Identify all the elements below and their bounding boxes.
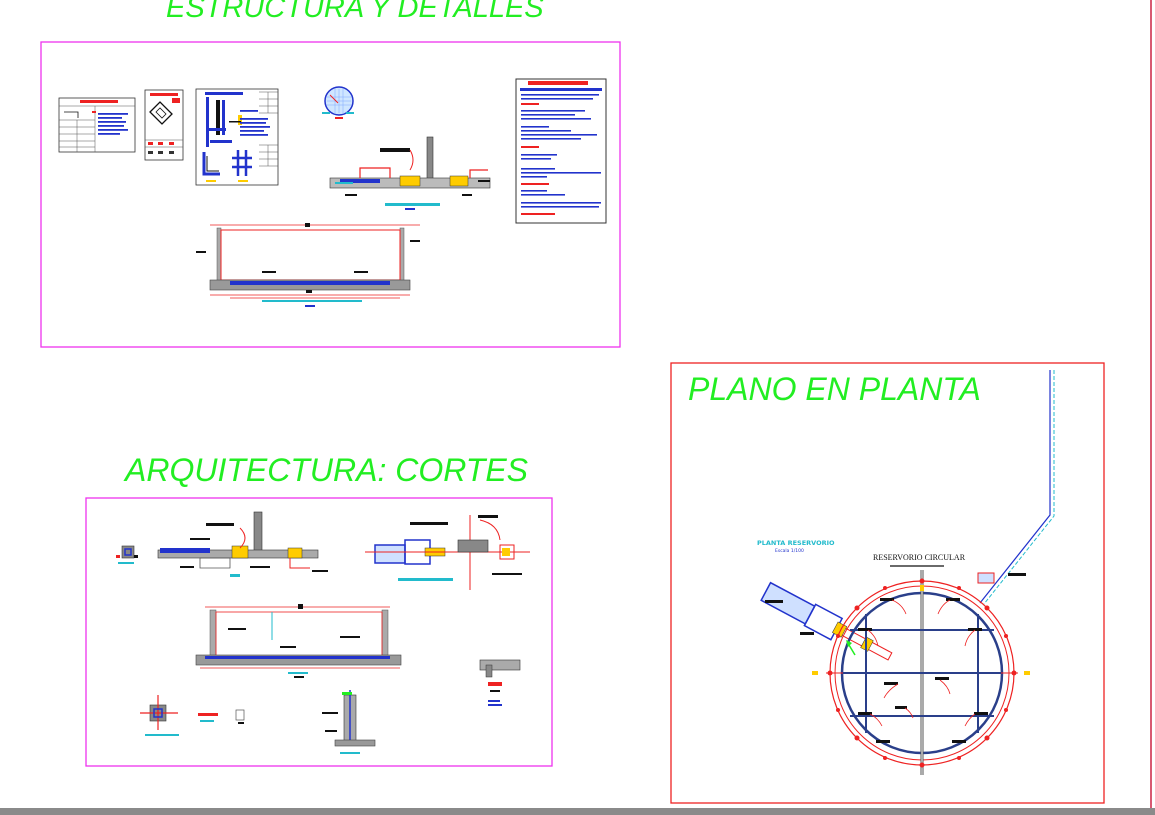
reservoir-label: RESERVORIO CIRCULAR bbox=[873, 553, 966, 562]
sheet-bottom-bar bbox=[0, 808, 1155, 815]
tank-longitudinal-section[interactable] bbox=[196, 223, 420, 307]
valve-box-detail[interactable] bbox=[365, 515, 530, 590]
small-column-detail[interactable] bbox=[116, 545, 138, 564]
wall-vertical-detail[interactable] bbox=[322, 690, 376, 754]
arquitectura-frame[interactable] bbox=[85, 497, 553, 767]
column-rebar-detail-sheet[interactable] bbox=[195, 88, 279, 186]
section-title-estructura: ESTRUCTURA Y DETALLES bbox=[166, 0, 544, 24]
rebar-schedule-table[interactable] bbox=[58, 97, 136, 153]
circular-reservoir-plan[interactable] bbox=[812, 570, 1030, 775]
plan-title: PLANTA RESERVORIO bbox=[757, 539, 835, 547]
estructura-frame[interactable] bbox=[40, 41, 621, 348]
tank-cross-section-arquitectura[interactable] bbox=[195, 604, 402, 678]
plan-scale: Escala 1/100 bbox=[775, 548, 804, 554]
section-title-arquitectura: ARQUITECTURA: CORTES bbox=[125, 452, 528, 488]
section-title-planta: PLANO EN PLANTA bbox=[688, 371, 981, 407]
inlet-pipeline-plan[interactable] bbox=[977, 370, 1055, 605]
inlet-pipe-section-detail[interactable] bbox=[329, 136, 491, 210]
inlet-section-arquitectura[interactable] bbox=[157, 511, 328, 577]
planta-frame[interactable] bbox=[670, 362, 1105, 804]
general-notes-panel[interactable] bbox=[515, 78, 607, 224]
valve-box-label bbox=[765, 600, 783, 603]
circular-tank-section-icon[interactable] bbox=[322, 86, 354, 119]
gusset-plate-icon[interactable] bbox=[144, 89, 184, 161]
north-arrow-icon bbox=[846, 640, 856, 656]
valve-label bbox=[800, 632, 814, 635]
cover-slab-detail[interactable] bbox=[479, 659, 521, 706]
column-cross-detail[interactable] bbox=[140, 695, 245, 736]
